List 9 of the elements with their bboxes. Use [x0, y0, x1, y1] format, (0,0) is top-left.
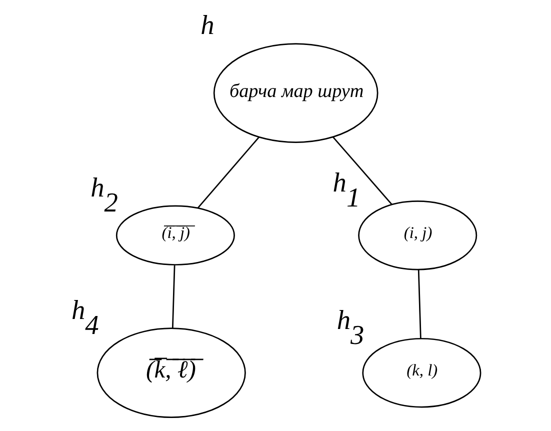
connector [171, 265, 175, 328]
connector [332, 136, 392, 205]
node-ellipse: (k, l) [362, 338, 481, 408]
connector [417, 270, 421, 338]
connector [197, 136, 260, 208]
node-label: h [200, 10, 214, 40]
node-ellipse: (̅i̅,̅ ̅j̅)̅ [115, 205, 234, 266]
node-ellipse: (i, j) [358, 200, 477, 270]
node-ellipse: барча мар шрут [212, 43, 378, 143]
